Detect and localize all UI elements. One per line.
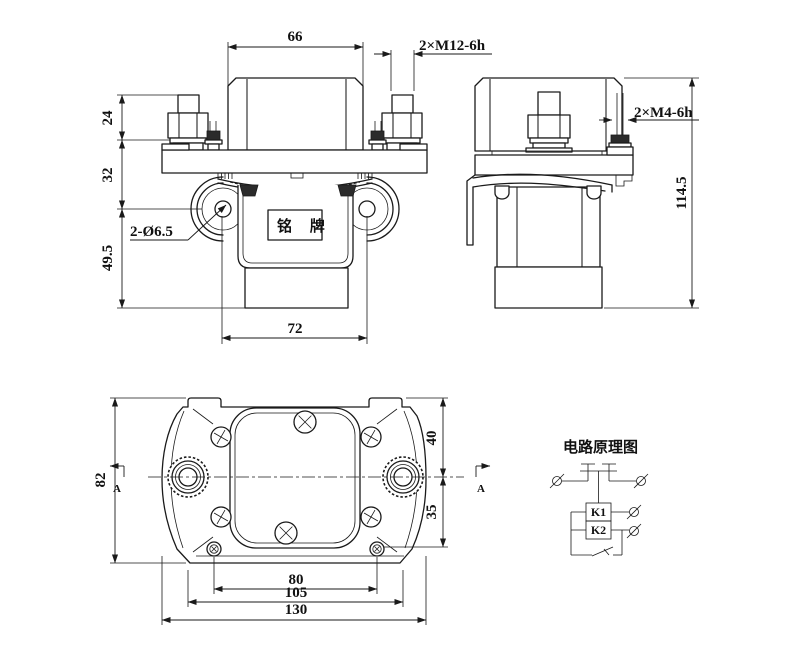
front-cover — [227, 77, 364, 151]
front-flange — [161, 149, 428, 174]
dim-depth: 82 — [93, 473, 109, 488]
side-dimensions: 2×M4-6h 114.5 — [599, 77, 699, 309]
top-center-screws — [274, 410, 317, 545]
circuit-aux-switch — [571, 546, 622, 557]
dim-stud-height: 24 — [100, 110, 116, 126]
front-left-mount-hole — [214, 200, 232, 218]
side-coil-bolt — [606, 93, 634, 156]
label-mount-holes: 2-Ø6.5 — [130, 224, 173, 240]
dim-overall-width: 130 — [285, 602, 308, 618]
side-body — [496, 186, 601, 268]
side-base — [494, 266, 603, 309]
dim-top-width: 66 — [288, 29, 304, 45]
front-right-stud — [381, 94, 423, 151]
dim-center-to-back: 40 — [424, 431, 440, 446]
section-marker-left: A — [109, 462, 125, 495]
circuit-main-contact — [562, 463, 636, 503]
dim-holes-to-bottom: 49.5 — [100, 245, 116, 271]
side-bracket — [466, 174, 476, 246]
side-left-rivet — [494, 185, 510, 200]
top-dimensions: 82 40 35 80 105 130 — [93, 397, 448, 625]
dim-terminal-spacing: 105 — [285, 585, 308, 601]
section-label-right: A — [477, 483, 485, 495]
front-right-mount-hole — [358, 200, 376, 218]
section-marker-right: A — [475, 462, 491, 495]
side-stud — [525, 91, 573, 153]
front-lower-body — [244, 267, 349, 309]
dim-center-to-screws: 35 — [424, 505, 440, 520]
dim-overall-height: 114.5 — [674, 177, 690, 210]
front-view: 铭 牌 66 2×M12-6h 24 32 49.5 2-Ø6.5 — [100, 29, 492, 344]
circuit-title: 电路原理图 — [563, 438, 638, 456]
front-left-stud — [167, 94, 209, 151]
circuit-terminal-left — [549, 473, 565, 489]
side-view: 2×M4-6h 114.5 — [466, 77, 699, 309]
circuit-terminal-right — [633, 473, 649, 489]
side-right-rivet — [586, 185, 602, 200]
nameplate-label: 铭 牌 — [277, 217, 332, 235]
label-main-studs: 2×M12-6h — [419, 38, 486, 54]
front-right-contact — [337, 184, 357, 197]
dim-screw-spacing: 80 — [289, 572, 304, 588]
circuit-terminal-k1 — [626, 504, 642, 520]
top-view: A A 82 40 35 80 105 130 — [93, 397, 491, 625]
top-corner-screws — [210, 426, 382, 528]
label-coil-studs: 2×M4-6h — [634, 105, 693, 121]
side-flange — [474, 154, 634, 176]
coil-k1-label: K1 — [591, 505, 606, 519]
circuit-terminal-k2 — [626, 523, 642, 539]
front-left-contact — [239, 184, 259, 197]
front-right-coil-bolt — [368, 121, 387, 151]
circuit-diagram: 电路原理图 K1 K2 — [549, 438, 649, 557]
dim-hole-spacing: 72 — [288, 321, 303, 337]
coil-k2-label: K2 — [591, 523, 606, 537]
top-small-screws — [206, 541, 385, 557]
circuit-coil-wires — [570, 504, 642, 555]
section-label-left: A — [113, 483, 121, 495]
dim-flange-to-holes: 32 — [100, 168, 116, 183]
front-dimensions: 66 2×M12-6h 24 32 49.5 2-Ø6.5 72 — [100, 29, 492, 344]
nameplate-box — [267, 209, 323, 241]
top-cover-plate — [229, 407, 361, 549]
